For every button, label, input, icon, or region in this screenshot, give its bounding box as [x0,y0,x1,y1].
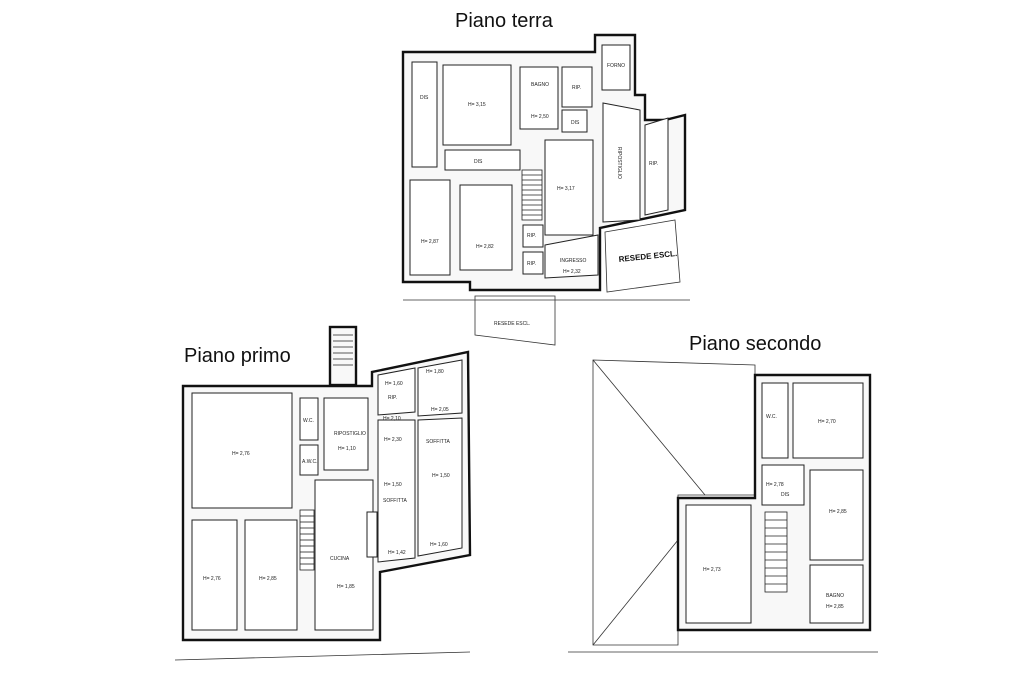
first-room-ripostiglio [323,397,369,471]
second-label-room-mr: H= 2,85 [829,509,847,515]
ground-label-ingresso: INGRESSO [560,258,587,264]
ground-room-bl [409,179,451,276]
second-label-bagno: BAGNO [826,593,844,599]
ground-label-room-bm: H= 2,82 [476,244,494,250]
ground-label-bagno-h: H= 2,50 [531,114,549,120]
ground-room-center [544,139,594,236]
second-staircase [764,511,788,593]
first-room-awc [299,444,319,476]
second-room-dis [761,464,805,506]
first-chimney [328,325,358,387]
first-label-h2: H= 1,80 [426,369,444,375]
second-roof-hip-1 [592,359,706,496]
ground-label-bagno: BAGNO [531,82,549,88]
first-fireplace [366,511,378,558]
first-room-bl [191,519,238,631]
ground-room-rip-stair [522,224,544,248]
ground-label-ripostiglio: RIPOSTIGLIO [616,147,622,179]
ground-label-rip-bottom: RIP. [527,261,536,267]
first-label-wc: W.C. [303,418,314,424]
first-label-h1: H= 1,60 [385,381,403,387]
ground-label-resede: RESEDE ESCL. [618,249,677,264]
ground-room-ingresso [544,234,599,279]
first-label-h5: H= 2,30 [384,437,402,443]
first-label-room-bm: H= 2,85 [259,576,277,582]
second-room-left [685,504,752,624]
first-label-h7: H= 1,50 [432,473,450,479]
ground-label-resede-bottom: RESEDE ESCL. [494,321,530,327]
first-room-cucina [314,479,374,631]
first-attic-strip-1 [377,367,416,416]
ground-label-room-a: H= 3,15 [468,102,486,108]
first-label-ripostiglio-h: H= 1,10 [338,446,356,452]
first-label-room-bl: H= 2,76 [203,576,221,582]
ground-floor-title: Piano terra [455,10,554,32]
second-label-bagno-h: H= 2,85 [826,604,844,610]
ground-room-rip-bottom [522,251,544,275]
ground-room-bm [459,184,513,271]
ground-room-ripostiglio [602,102,641,223]
ground-label-ingresso-h: H= 2,32 [563,269,581,275]
first-soffitta-left [377,419,416,563]
ground-room-bagno [519,66,559,130]
second-room-bagno [809,564,864,624]
ground-room-rip-top [561,66,593,108]
ground-room-a [442,64,512,146]
ground-room-dis-left [411,61,438,168]
ground-label-forno: FORNO [607,63,625,69]
first-label-h9: H= 1,60 [430,542,448,548]
first-label-h6: H= 1,50 [384,482,402,488]
ground-label-dis-small: DIS [571,120,580,126]
ground-label-room-bl: H= 2,87 [421,239,439,245]
first-label-room-big: H= 2,76 [232,451,250,457]
ground-label-rip-stair: RIP. [527,233,536,239]
ground-label-room-center: H= 3,17 [557,186,575,192]
first-top-stair [333,334,353,366]
first-label-h3: H= 2,05 [431,407,449,413]
second-label-wc: W.C. [766,414,777,420]
second-roof-hip-2 [592,539,679,646]
first-label-sub: RIP. [388,395,397,401]
second-room-mr [809,469,864,561]
ground-resede-bottom-area [474,295,556,346]
ground-label-rip-right: RIP. [649,161,658,167]
first-floor-title: Piano primo [184,345,291,367]
ground-room-rip-right [644,117,669,216]
first-room-wc [299,397,319,441]
first-boundary-line [174,651,471,661]
ground-room-forno [601,44,631,91]
first-room-bm [244,519,298,631]
first-staircase [299,509,315,571]
second-floor-title: Piano secondo [689,333,821,355]
first-label-cucina-h: H= 1,85 [337,584,355,590]
first-label-h8: H= 1,42 [388,550,406,556]
ground-label-rip-top: RIP. [572,85,581,91]
ground-label-dis-left: DIS [420,95,429,101]
second-label-room-left: H= 2,73 [703,567,721,573]
ground-floor-plan: Piano terra DIS [401,10,690,346]
second-room-wc [761,382,789,459]
first-floor-plan: Piano primo [174,325,472,661]
ground-staircase [521,169,543,221]
first-label-cucina: CUCINA [330,556,350,562]
second-label-room-tr: H= 2,70 [818,419,836,425]
first-label-awc: A.W.C. [302,459,318,465]
first-label-soffitta-left: SOFFITTA [383,498,407,504]
first-label-h4: H= 2,10 [383,416,401,422]
first-label-ripostiglio: RIPOSTIGLIO [334,431,366,437]
second-label-dis: DIS [781,492,790,498]
first-soffitta-right [417,417,463,557]
first-label-soffitta-right: SOFFITTA [426,439,450,445]
second-label-dis-h: H= 2,78 [766,482,784,488]
second-floor-plan: Piano secondo W.C. H= 2,70 H= 2,78 DIS H… [568,333,878,653]
first-room-big [191,392,293,509]
ground-resede-area [604,219,681,293]
second-room-tr [792,382,864,459]
ground-room-dis-small [561,109,588,133]
ground-room-dis-center [444,149,521,171]
first-attic-strip-2 [417,359,463,417]
ground-label-dis-center: DIS [474,159,483,165]
